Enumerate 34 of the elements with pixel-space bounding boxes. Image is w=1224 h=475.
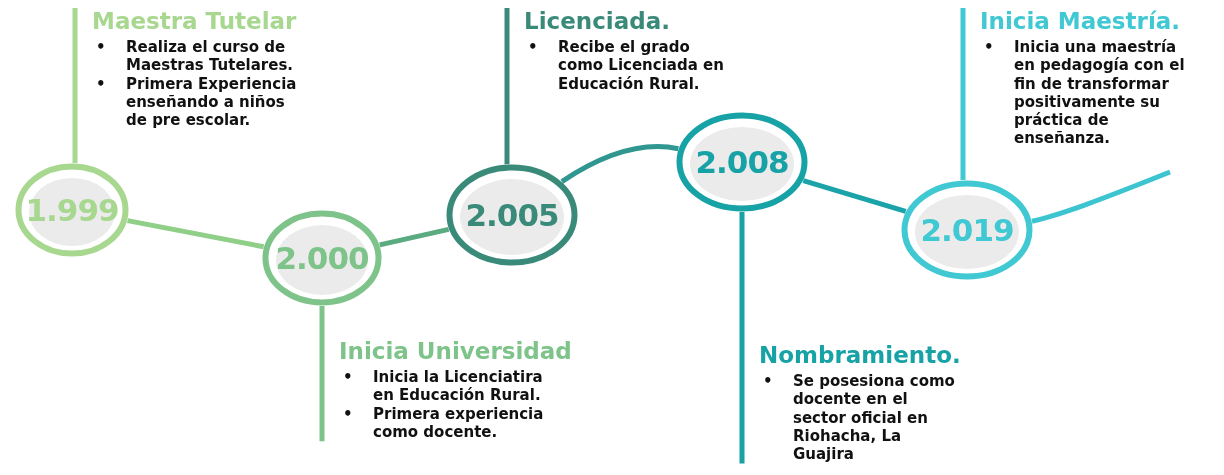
bullet-marker: • <box>96 74 107 95</box>
bullet-item: Realiza el curso de Maestras Tutelares. <box>126 38 295 75</box>
bullet-marker: • <box>763 372 774 392</box>
bullet-item: Primera experiencia como docente. <box>373 404 545 442</box>
timeline-line <box>379 226 450 248</box>
bullet-item: Primera Experiencia enseñando a niños de pre escolar. <box>126 74 298 130</box>
year-label: 2.019 <box>919 212 1015 248</box>
connector-line <box>960 8 966 181</box>
connector-line <box>72 8 78 164</box>
event-heading: Inicia Universidad <box>339 338 573 364</box>
connector-line <box>504 8 510 165</box>
connector-line <box>739 212 745 464</box>
bullet-marker: • <box>96 38 107 58</box>
event-heading: Licenciada. <box>524 8 671 34</box>
connector-line <box>319 306 325 442</box>
timeline-line <box>1031 169 1171 224</box>
event-heading: Nombramiento. <box>759 342 962 368</box>
year-label: 2.000 <box>274 240 370 276</box>
bullet-item: Inicia la Licenciatira en Educación Rural. <box>373 368 544 405</box>
event-heading: Inicia Maestría. <box>980 8 1182 34</box>
year-label: 2.005 <box>464 197 560 233</box>
timeline-line <box>560 144 679 184</box>
timeline-line <box>802 178 907 214</box>
bullet-item: Se posesiona como docente en el sector oficial en Riohacha, La Guajira <box>793 372 956 464</box>
bullet-item: Recibe el grado como Licenciada en Educación Rural. <box>558 38 725 93</box>
bullet-marker: • <box>343 368 354 388</box>
bullet-marker: • <box>528 38 539 58</box>
event-heading: Maestra Tutelar <box>92 8 298 34</box>
bullet-marker: • <box>984 38 995 58</box>
bullet-marker: • <box>343 404 354 425</box>
bullet-item: Inicia una maestría en pedagogía con el fin de transformar positivamente su práctica de enseñanza. <box>1014 38 1186 148</box>
year-label: 1.999 <box>24 192 120 228</box>
timeline-line <box>127 218 265 250</box>
year-label: 2.008 <box>694 144 790 180</box>
